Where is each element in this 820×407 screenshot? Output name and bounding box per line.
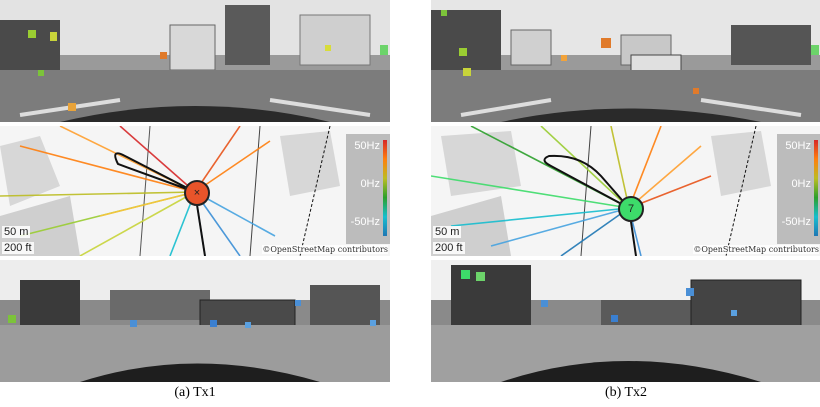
doppler-colorbar: 50Hz 0Hz -50Hz <box>777 134 820 244</box>
colorbar-gradient <box>814 140 818 236</box>
panel-caption: (b) Tx2 <box>604 385 648 400</box>
scale-bar-feet: 200 ft <box>2 242 34 254</box>
vehicle-marker-icon: 7 <box>618 196 644 222</box>
scale-bar-meters: 50 m <box>2 226 31 238</box>
vehicle-marker-icon: × <box>184 180 210 206</box>
scale-bar-meters: 50 m <box>433 226 462 238</box>
colorbar-zero-label: 0Hz <box>360 178 380 190</box>
colorbar-max-label: 50Hz <box>785 140 811 152</box>
colorbar-gradient <box>383 140 387 236</box>
scale-bar-feet: 200 ft <box>433 242 465 254</box>
colorbar-min-label: -50Hz <box>781 216 811 228</box>
front-camera-image <box>0 0 390 122</box>
vehicle-marker-label: × <box>193 187 201 199</box>
panel-tx1: × 50Hz 0Hz -50Hz 50 m 200 ft ©OpenStreet… <box>0 0 390 400</box>
colorbar-zero-label: 0Hz <box>791 178 811 190</box>
doppler-colorbar: 50Hz 0Hz -50Hz <box>346 134 390 244</box>
vehicle-marker-label: 7 <box>627 203 635 215</box>
rear-camera-image <box>431 260 820 382</box>
panel-tx2: 7 50Hz 0Hz -50Hz 50 m 200 ft ©OpenStreet… <box>431 0 820 400</box>
map-attribution[interactable]: ©OpenStreetMap contributors <box>262 245 388 254</box>
osm-map: × 50Hz 0Hz -50Hz 50 m 200 ft ©OpenStreet… <box>0 126 390 256</box>
rear-camera-image <box>0 260 390 382</box>
panel-caption: (a) Tx1 <box>174 385 216 400</box>
front-camera-image <box>431 0 820 122</box>
osm-map: 7 50Hz 0Hz -50Hz 50 m 200 ft ©OpenStreet… <box>431 126 820 256</box>
colorbar-max-label: 50Hz <box>354 140 380 152</box>
map-attribution[interactable]: ©OpenStreetMap contributors <box>693 245 819 254</box>
colorbar-min-label: -50Hz <box>350 216 380 228</box>
